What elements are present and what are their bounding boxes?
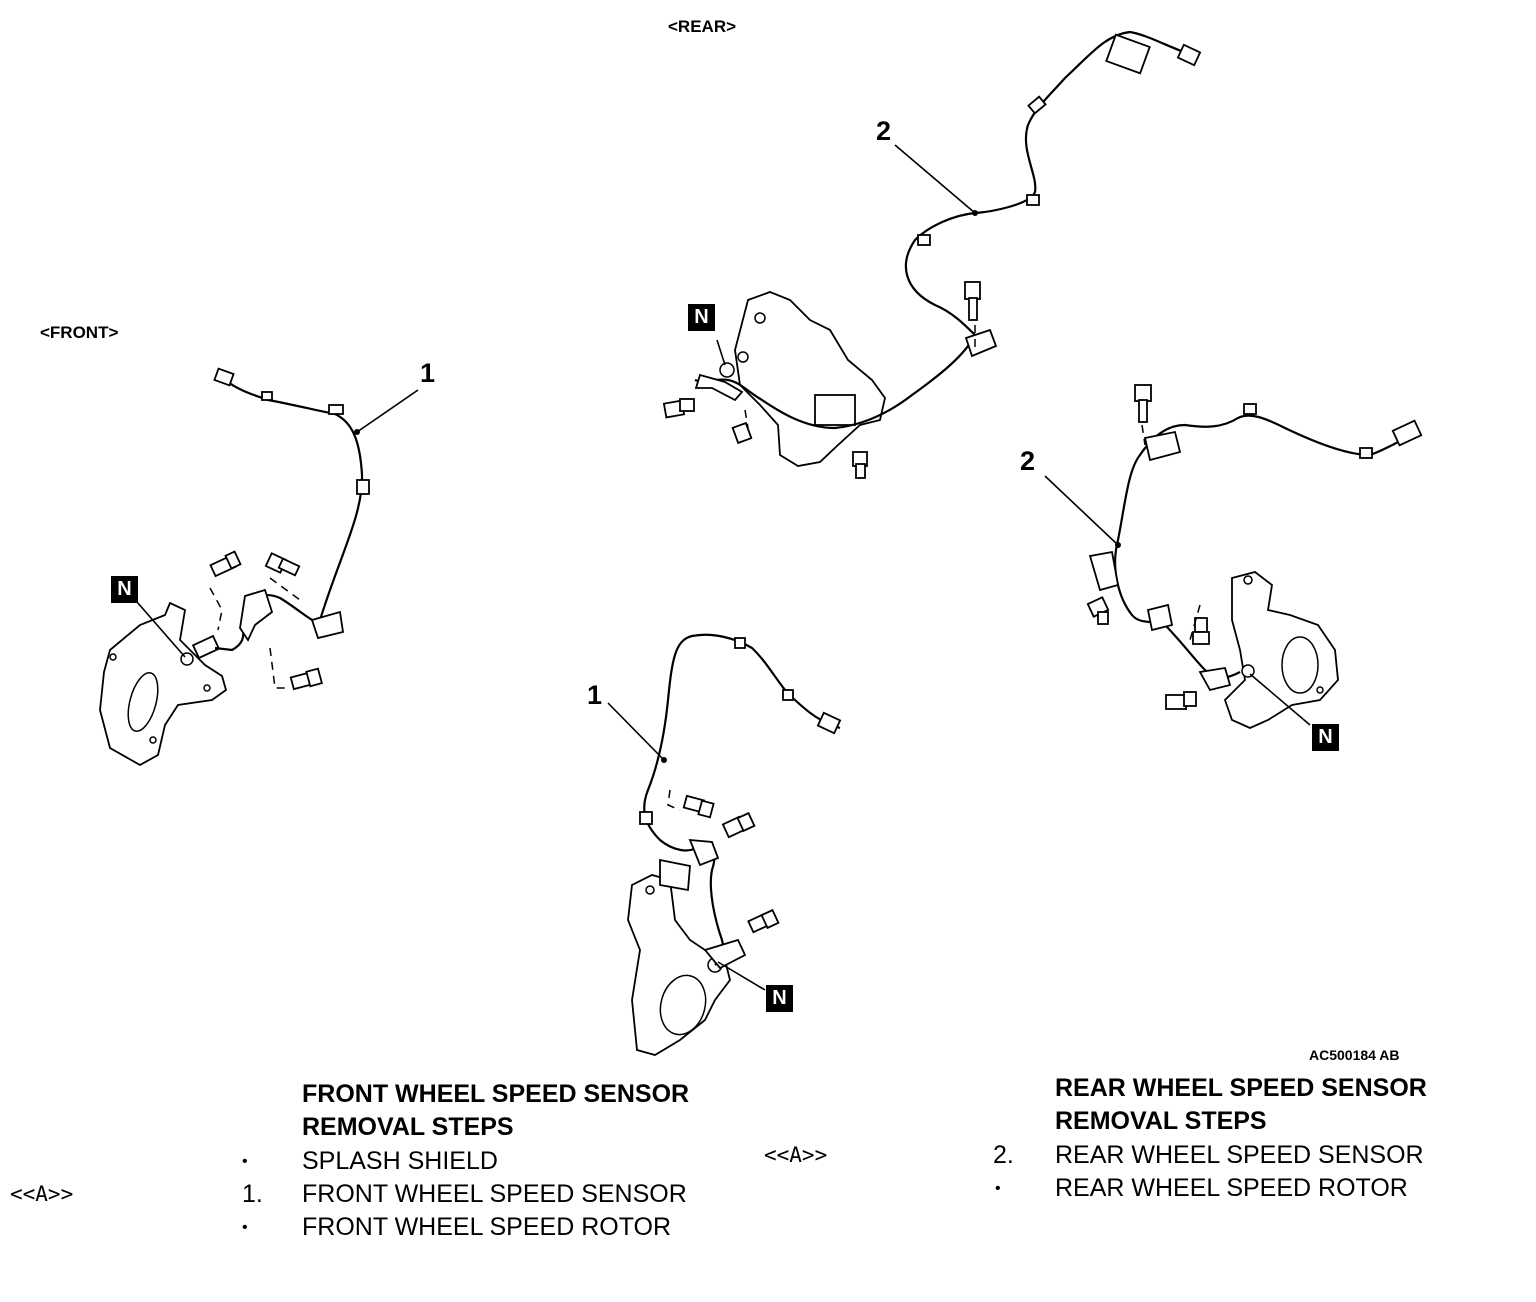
- front-left-knuckle: [99, 601, 228, 767]
- callout-2-rear-top: 2: [876, 116, 892, 146]
- front-step-label: SPLASH SHIELD: [302, 1147, 498, 1175]
- rear-removal-steps: REAR WHEEL SPEED SENSOR REMOVAL STEPS <<…: [760, 1072, 1530, 1212]
- front-step-bullet: •: [242, 1153, 248, 1170]
- rear-top-assembly: [662, 30, 1202, 479]
- front-step-front-wheel-speed-rotor: • FRONT WHEEL SPEED ROTOR: [0, 1211, 760, 1244]
- rear-heading: <REAR>: [668, 17, 737, 36]
- callout-1-front-left: 1: [420, 358, 436, 388]
- front-step-splash-shield: • SPLASH SHIELD: [0, 1145, 760, 1178]
- front-steps-title-line1: FRONT WHEEL SPEED SENSOR: [302, 1080, 690, 1108]
- front-left-assembly: [99, 367, 370, 767]
- rear-steps-title-line2: REMOVAL STEPS: [1055, 1107, 1267, 1135]
- front-center-assembly: [627, 633, 842, 1056]
- figure-code: AC500184 AB: [1309, 1047, 1400, 1063]
- front-step-bullet: •: [242, 1219, 248, 1236]
- rear-step-label: REAR WHEEL SPEED ROTOR: [1055, 1174, 1408, 1202]
- front-left-sensor-wire: [214, 377, 364, 652]
- n-badge-front-center: N: [766, 985, 793, 1012]
- front-step-label: FRONT WHEEL SPEED ROTOR: [302, 1213, 672, 1241]
- n-badge-front-left: N: [111, 576, 138, 603]
- front-step-front-wheel-speed-sensor: <<A>> 1. FRONT WHEEL SPEED SENSOR: [0, 1178, 760, 1211]
- rear-step-rear-wheel-speed-sensor: <<A>> 2. REAR WHEEL SPEED SENSOR: [760, 1139, 1530, 1172]
- front-step-note: <<A>>: [10, 1182, 74, 1206]
- front-step-number: 1.: [242, 1180, 263, 1208]
- front-step-label: FRONT WHEEL SPEED SENSOR: [302, 1180, 687, 1208]
- rear-steps-title-line1: REAR WHEEL SPEED SENSOR: [1055, 1074, 1427, 1102]
- front-steps-title-line2: REMOVAL STEPS: [302, 1113, 514, 1141]
- rear-top-sensor-wire: [694, 30, 1196, 430]
- rear-right-sensor-wire: [1114, 414, 1421, 679]
- rear-step-number: 2.: [993, 1141, 1014, 1169]
- leader-lines: [136, 144, 1311, 991]
- rear-step-bullet: •: [995, 1180, 1001, 1197]
- n-badge-rear-top: N: [688, 304, 715, 331]
- front-heading: <FRONT>: [40, 323, 119, 342]
- front-removal-steps: FRONT WHEEL SPEED SENSOR REMOVAL STEPS •…: [0, 1078, 760, 1248]
- n-badge-rear-right: N: [1312, 724, 1339, 751]
- rear-step-rear-wheel-speed-rotor: • REAR WHEEL SPEED ROTOR: [760, 1172, 1530, 1205]
- rear-right-knuckle: [1223, 571, 1339, 729]
- exploded-view-diagram: [99, 30, 1423, 1056]
- rear-step-note: <<A>>: [764, 1143, 828, 1167]
- front-center-sensor-wire: [643, 633, 841, 966]
- rear-step-label: REAR WHEEL SPEED SENSOR: [1055, 1141, 1424, 1169]
- callout-1-front-center: 1: [587, 680, 603, 710]
- rear-right-assembly: [1086, 384, 1423, 729]
- callout-2-rear-right: 2: [1020, 446, 1036, 476]
